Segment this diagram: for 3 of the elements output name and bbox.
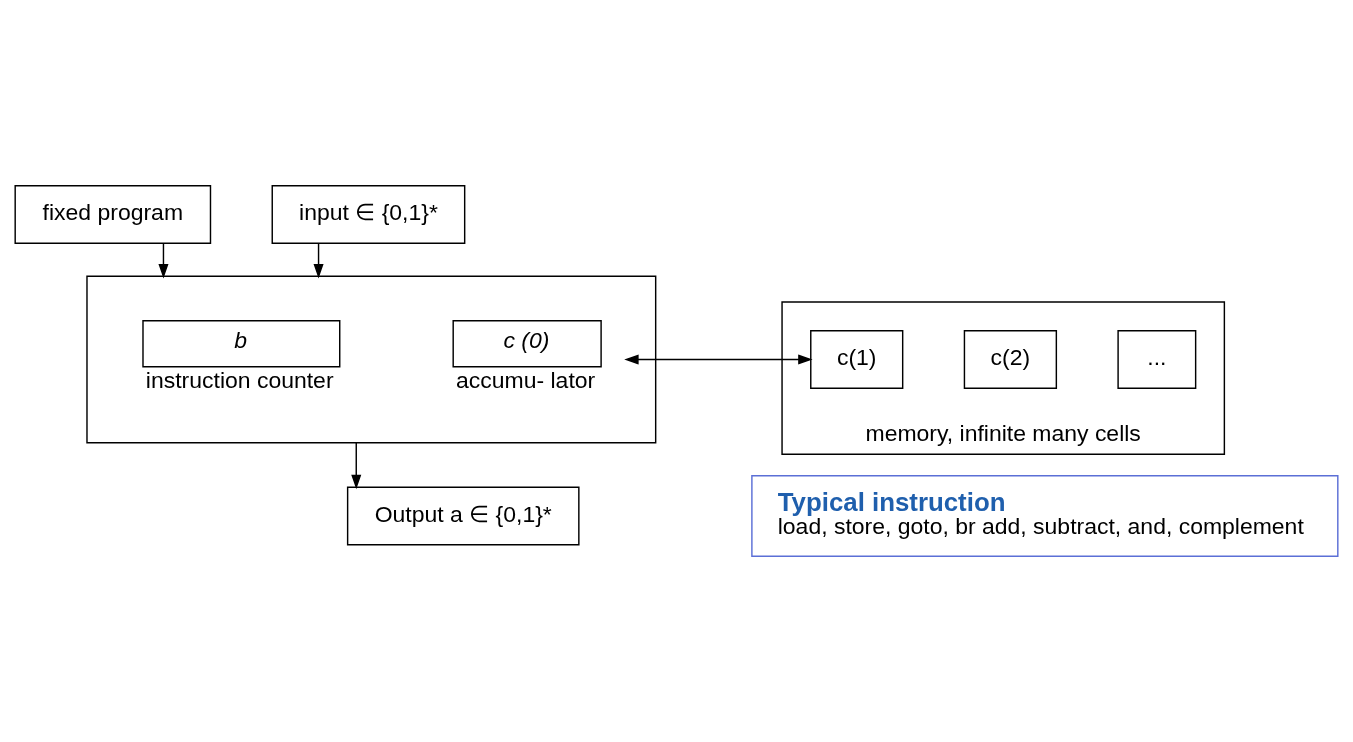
node-label: instruction counter	[145, 366, 334, 393]
node-label: accumu- lator	[456, 366, 596, 393]
node-label: memory, infinite many cells	[865, 420, 1141, 447]
